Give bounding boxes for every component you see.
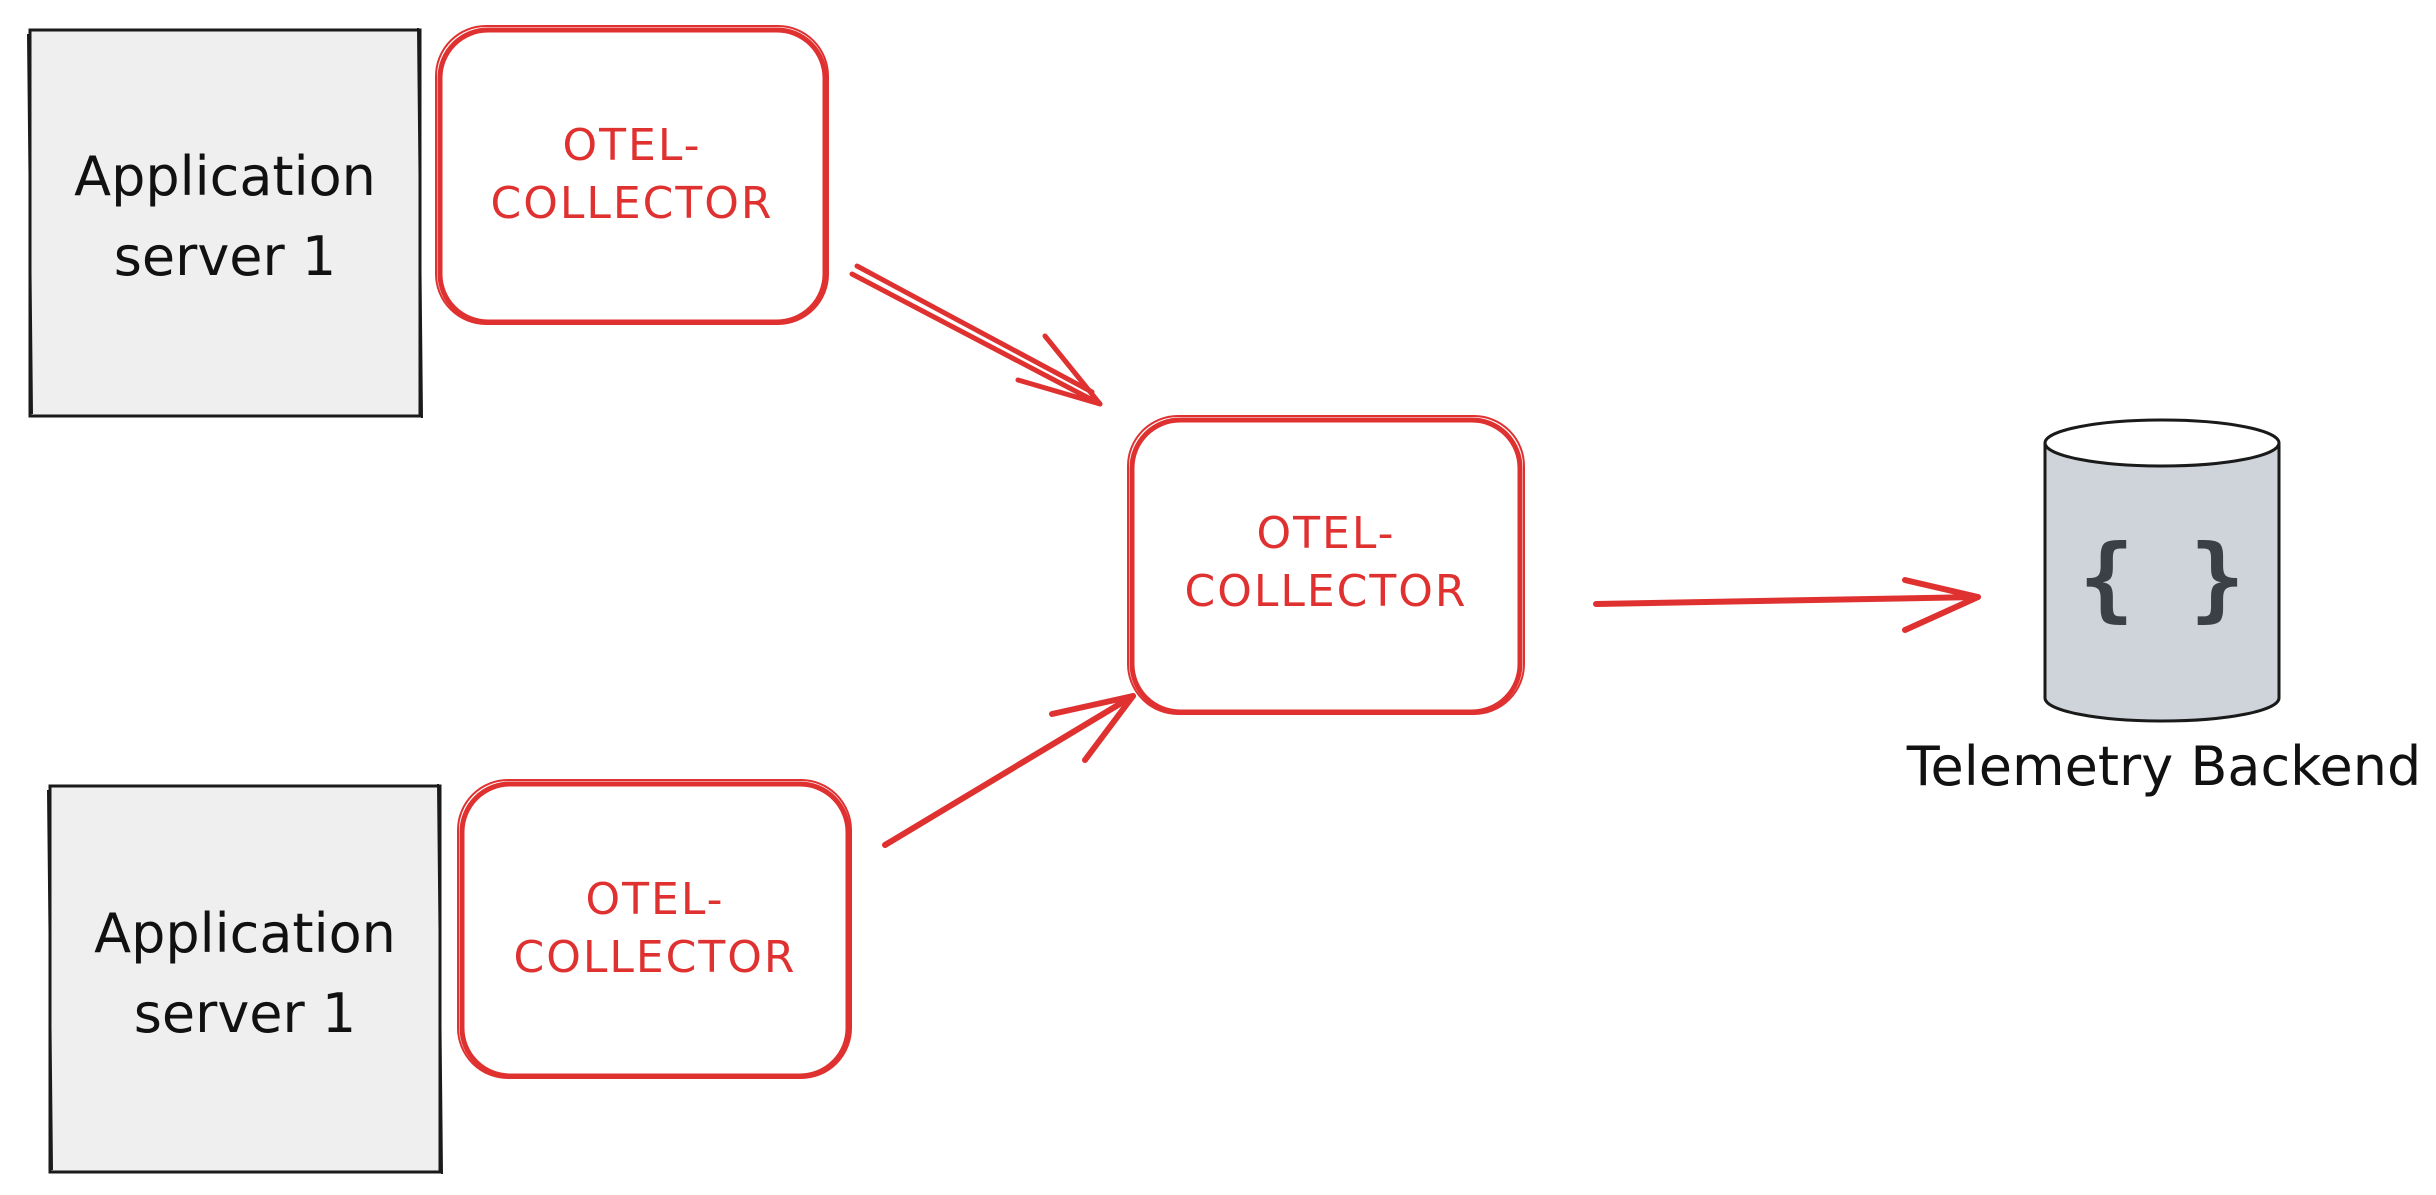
collector-label-line2: COLLECTOR	[491, 178, 774, 229]
telemetry-backend-label: Telemetry Backend	[1906, 735, 2421, 798]
arrow-bottom-collector-to-center	[882, 693, 1136, 848]
application-server-node-bottom[interactable]: Application server 1	[47, 783, 443, 1175]
server-label-line2: server 1	[114, 225, 336, 288]
collector-label-line2: COLLECTOR	[514, 932, 797, 983]
otel-collector-node-top[interactable]: OTEL- COLLECTOR	[435, 25, 829, 325]
telemetry-backend-node[interactable]: { } Telemetry Backend	[1906, 418, 2421, 798]
otel-collector-node-bottom[interactable]: OTEL- COLLECTOR	[457, 779, 852, 1079]
collector-box	[459, 781, 851, 1079]
arrow-top-collector-to-center	[849, 263, 1103, 407]
arrow-center-to-backend	[1593, 577, 1981, 633]
collector-label-line2: COLLECTOR	[1185, 566, 1468, 617]
collector-box-sketch-stroke	[457, 779, 852, 1079]
database-cylinder-body	[2043, 443, 2281, 723]
server-box-sketch-stroke	[47, 783, 443, 1175]
database-cylinder-top	[2043, 418, 2281, 468]
otel-collector-node-center[interactable]: OTEL- COLLECTOR	[1127, 415, 1525, 715]
application-server-node-top[interactable]: Application server 1	[27, 27, 423, 419]
server-box-sketch-stroke	[27, 27, 423, 419]
collector-box	[437, 27, 828, 325]
server-label-line2: server 1	[134, 982, 356, 1045]
server-label-line1: Application	[74, 145, 376, 208]
json-braces-icon: { }	[2079, 525, 2245, 632]
collector-box-sketch-stroke	[435, 25, 829, 325]
collector-box	[1129, 417, 1523, 715]
collector-label-line1: OTEL-	[586, 874, 725, 925]
collector-box-sketch-stroke	[1127, 415, 1525, 715]
collector-label-line1: OTEL-	[1257, 508, 1396, 559]
collector-label-line1: OTEL-	[563, 120, 702, 171]
server-box	[48, 784, 442, 1174]
server-box	[28, 28, 422, 418]
server-label-line1: Application	[94, 902, 396, 965]
